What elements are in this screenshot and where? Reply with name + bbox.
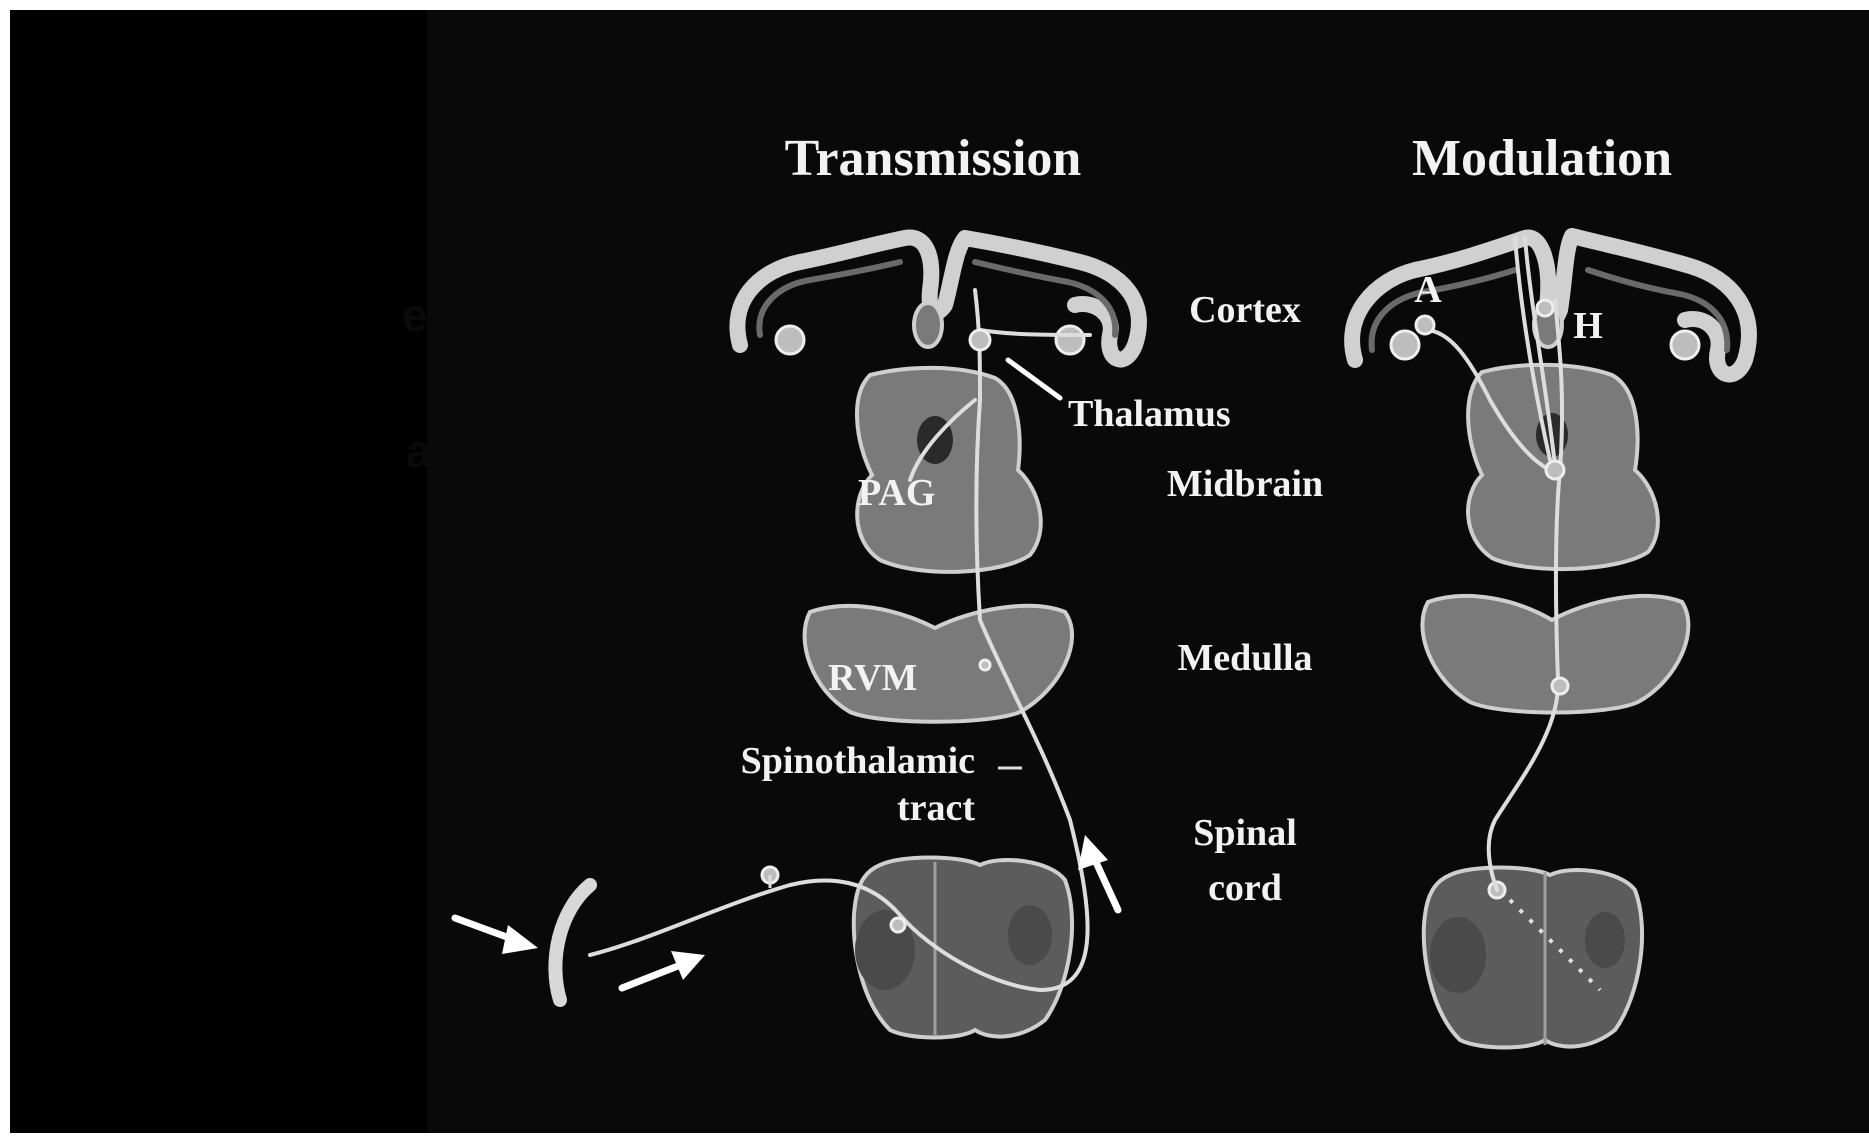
label-spinothalamic-line2: tract bbox=[897, 787, 975, 829]
label-midbrain: Midbrain bbox=[1167, 463, 1323, 505]
transmission-spinal-cord bbox=[854, 858, 1072, 1038]
label-a-marker: A bbox=[1414, 269, 1442, 311]
transmission-cortex bbox=[737, 238, 1138, 360]
transmission-midbrain bbox=[857, 368, 1041, 572]
afferent-direction-arrow bbox=[622, 951, 705, 988]
stimulus-arrow bbox=[455, 918, 538, 954]
cortex-left-node bbox=[914, 303, 942, 347]
label-spinothalamic-line1: Spinothalamic bbox=[741, 740, 975, 782]
hypothalamus-node bbox=[1537, 300, 1553, 316]
amygdala-node bbox=[1416, 316, 1434, 334]
label-pag: PAG bbox=[858, 472, 935, 514]
rvm-node bbox=[1552, 678, 1568, 694]
title-transmission: Transmission bbox=[785, 130, 1082, 187]
label-rvm: RVM bbox=[828, 657, 917, 699]
peripheral-receptor bbox=[555, 885, 590, 1000]
label-spinal-line1: Spinal bbox=[1193, 812, 1297, 854]
label-medulla: Medulla bbox=[1177, 637, 1312, 679]
label-h-marker: H bbox=[1573, 305, 1603, 347]
pag-node bbox=[1546, 461, 1564, 479]
modulation-spinal-cord bbox=[1424, 868, 1642, 1048]
thalamus-pointer bbox=[1008, 360, 1060, 398]
label-thalamus: Thalamus bbox=[1068, 393, 1231, 435]
title-modulation: Modulation bbox=[1412, 130, 1672, 187]
label-cortex: Cortex bbox=[1189, 289, 1301, 331]
thalamus-node bbox=[970, 330, 990, 350]
label-spinal-line2: cord bbox=[1208, 867, 1282, 909]
